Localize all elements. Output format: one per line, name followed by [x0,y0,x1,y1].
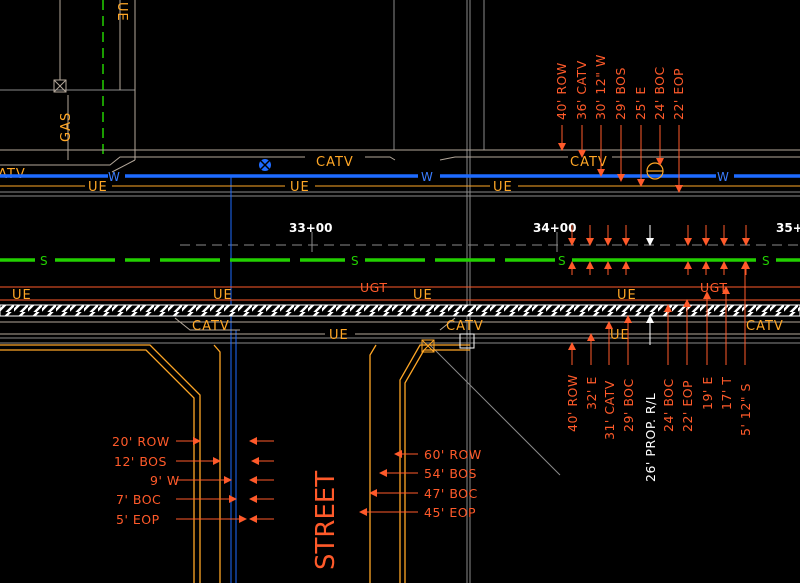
ue-label-top-3: UE [493,180,513,195]
dims-left-street: 20' ROW 12' BOS 9' W 7' BOC 5' EOP [112,434,180,527]
dim-right-1: 54' BOS [424,466,477,481]
dim-arrows-right-street [359,450,418,516]
dim-label-top-3: 29' BOS [613,67,628,120]
dim-label-top-1: 36' CATV [574,60,589,120]
station-label-3300: 33+00 [289,221,332,235]
dim-label-lower-4: 24' BOC [661,378,676,432]
dim-label-top-2: 30' 12" W [593,54,608,120]
station-label-3400: 34+00 [533,221,576,235]
dim-label-lower-5: 22' EOP [680,380,695,432]
dim-right-0: 60' ROW [424,447,482,462]
catv-line-lower [0,317,800,335]
water-valve-icon [258,158,272,172]
water-label-3: W [717,170,729,184]
section-arrows-lower [568,261,750,275]
dim-label-top-4: 25' E [633,86,648,120]
dim-arrows-lower-right [568,261,749,365]
catv-line-top [0,149,800,166]
sewer-label-1: S [40,254,48,268]
dims-lower-right: 40' ROW 32' E 31' CATV 29' BOC 26' PROP.… [565,374,753,482]
catv-label-top-2: CATV [570,155,608,170]
dim-label-lower-7: 17' T [719,377,734,410]
ue-label-top-1: UE [88,180,108,195]
ue-label-lower-5: UE [329,328,349,343]
dim-left-0: 20' ROW [112,434,170,449]
ue-label-lower-4: UE [617,288,637,303]
sewer-label-4: S [762,254,770,268]
ue-ugt-line-lower [0,286,800,301]
ue-label-lower-2: UE [213,288,233,303]
sewer-label-3: S [558,254,566,268]
dim-left-1: 12' BOS [114,454,167,469]
dim-left-3: 7' BOC [116,492,161,507]
dim-label-lower-8: 5' 12" S [738,383,753,436]
dims-top-right: 40' ROW 36' CATV 30' 12" W 29' BOS 25' E… [554,54,686,120]
catv-label-lower-2: CATV [446,319,484,334]
dim-left-4: 5' EOP [116,512,160,527]
ue-label-lower-1: UE [12,288,32,303]
dim-label-prop-rl: 26' PROP. R/L [643,393,658,482]
section-arrows-upper [568,225,750,246]
gas-label: GAS [59,112,74,142]
junction-box-icon [459,333,475,349]
ugt-label-1: UGT [360,280,388,295]
catv-label-top-1: CATV [316,155,354,170]
catv-label-lower-3: CATV [746,319,784,334]
hydrant-icon [646,162,664,180]
dim-right-3: 45' EOP [424,505,476,520]
dim-arrows-left-street [176,437,274,523]
dim-label-top-6: 22' EOP [671,68,686,120]
top-left-structures [53,0,136,173]
proposed-row-hatch [0,304,800,317]
ue-label-top-2: UE [290,180,310,195]
catv-label-lower-1: CATV [192,319,230,334]
water-label-1: W [108,170,120,184]
dim-label-top-0: 40' ROW [554,62,569,120]
water-label-2: W [421,170,433,184]
dim-label-lower-6: 19' E [700,376,715,410]
ue-label-lower-3: UE [413,288,433,303]
manhole-icon [421,339,435,353]
sewer-label-2: S [351,254,359,268]
cross-street-curbs [0,344,470,583]
dim-left-2: 9' W [150,473,180,488]
dim-label-lower-2: 31' CATV [602,380,617,440]
street-name: STREET [311,471,341,570]
dim-label-top-5: 24' BOC [652,66,667,120]
dims-right-street: 60' ROW 54' BOS 47' BOC 45' EOP [424,447,482,520]
dim-label-lower-1: 32' E [584,376,599,410]
dim-label-lower-3: 29' BOC [621,378,636,432]
ugt-label-2: UGT [700,280,728,295]
dim-arrows-top-right [558,125,683,193]
dim-label-lower-0: 40' ROW [565,374,580,432]
ue-vertical-label: UE [114,2,129,22]
ue-label-lower-6: UE [610,328,630,343]
dim-right-2: 47' BOC [424,486,478,501]
station-label-3500: 35+ [776,221,800,235]
